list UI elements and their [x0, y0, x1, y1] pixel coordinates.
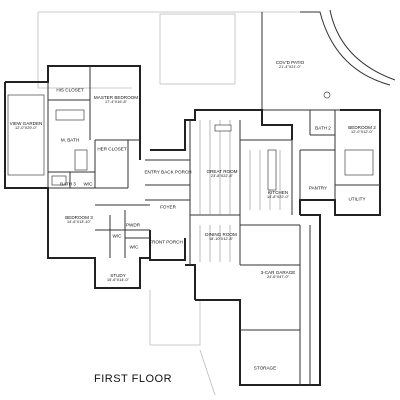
patio-outline: [261, 9, 396, 111]
room-label-wic-1: W/C: [83, 181, 93, 187]
room-label-front-porch: FRONT PORCH: [149, 239, 183, 245]
fixtures: [7, 91, 374, 191]
room-label-wic-3: W/C: [129, 244, 139, 250]
room-label-bedroom-2: BEDROOM 212'-0"x12'-0": [348, 124, 376, 134]
room-label-bath-2: BATH 2: [315, 125, 331, 131]
room-label-bedroom-3: BEDROOM 314'-6"x13'-10": [65, 214, 93, 224]
room-label-pantry: PANTRY: [308, 185, 328, 191]
room-label-foyer: FOYER: [160, 204, 176, 210]
room-label-m-bath: M. BATH: [60, 137, 80, 143]
wood-floor-hatch: [199, 120, 281, 262]
floor-title: FIRST FLOOR: [94, 373, 173, 385]
room-label-her-closet: HER CLOSET: [97, 146, 127, 152]
interior-walls: [47, 66, 380, 331]
room-label-utility: UTILITY: [348, 196, 366, 202]
room-label-storage: STORAGE: [253, 365, 277, 371]
room-label-entry-back-porch: ENTRY BACK PORCH: [144, 169, 192, 175]
room-label-his-closet: HIS CLOSET: [56, 87, 84, 93]
garage-outline: [299, 225, 311, 385]
room-label-bath-3: BATH 3: [60, 181, 76, 187]
exterior-walls: [4, 65, 381, 386]
room-label-pwdr: PWDR: [125, 222, 141, 228]
room-label-wic-2: W/C: [112, 233, 122, 239]
